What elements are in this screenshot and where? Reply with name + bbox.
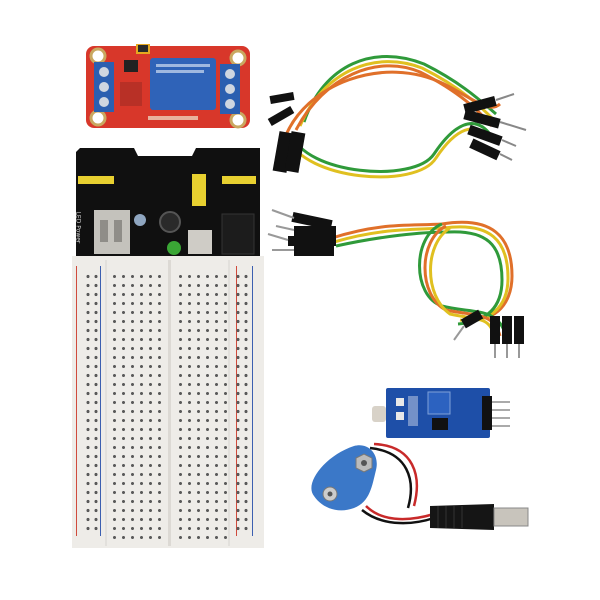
relay-module [84,42,252,132]
breadboard-rail-left [84,272,100,534]
breadboard-assembly: LED Power [72,148,270,550]
light-sensor-module [372,384,512,440]
breadboard-holes-right [176,272,228,544]
breadboard-rail-right [234,272,250,534]
breadboard-holes-left [110,272,166,544]
jumper-wires-male-male [262,196,532,366]
led-power-label: LED Power [74,211,82,244]
jumper-wires-female-male [264,44,534,184]
battery-clip [304,436,536,536]
